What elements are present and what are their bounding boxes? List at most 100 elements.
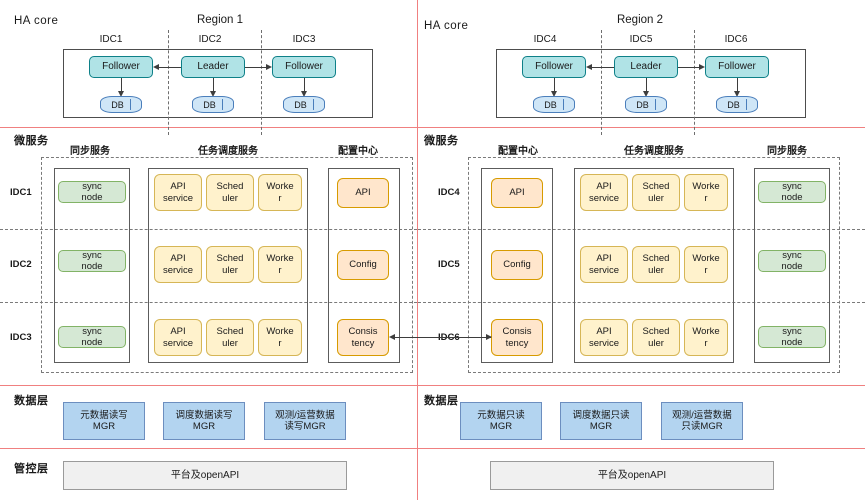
ms-column-title-left-2: 任务调度服务 — [198, 146, 258, 157]
ha-db-idc2[interactable]: DB — [192, 96, 234, 113]
ha-db-label-2: DB — [203, 99, 216, 110]
ha-arrowhead-left-1 — [153, 63, 159, 70]
band-label-control-layer: 管控层 — [14, 463, 49, 475]
ha-arrowhead-down-1 — [117, 91, 124, 97]
region-title-right: Region 2 — [616, 14, 664, 26]
ha-node-follower-idc1[interactable]: Follower — [89, 56, 153, 78]
ha-db-label-4: DB — [544, 99, 557, 110]
region-title-left: Region 1 — [196, 14, 244, 26]
divider-data-control — [0, 448, 865, 449]
ms-column-title-right-1: 配置中心 — [498, 146, 538, 157]
ha-node-follower-idc3[interactable]: Follower — [272, 56, 336, 78]
ha-idc-divider-left-1 — [168, 30, 169, 135]
ha-db-idc5[interactable]: DB — [625, 96, 667, 113]
ms-config-config-left[interactable]: Config — [337, 250, 389, 280]
ms-config-config-right[interactable]: Config — [491, 250, 543, 280]
ms-region-dashed-left — [41, 157, 413, 373]
ha-node-leader-idc2[interactable]: Leader — [181, 56, 245, 78]
ha-arrowhead-down-3 — [300, 91, 307, 97]
ms-group-sync-left — [54, 168, 130, 363]
ha-idc-label-3: IDC3 — [292, 34, 316, 45]
ha-arrow-leader-to-follower6 — [678, 67, 699, 68]
ms-row-divider-right-2 — [418, 302, 865, 303]
ha-idc-label-5: IDC5 — [629, 34, 653, 45]
band-label-ha-core-right: HA core — [424, 20, 469, 32]
band-label-data-layer-right: 数据层 — [424, 395, 459, 407]
band-label-data-layer-left: 数据层 — [14, 395, 49, 407]
ha-idc-label-4: IDC4 — [533, 34, 557, 45]
ms-row-label-right-1: IDC4 — [438, 187, 460, 198]
ha-db-label-6: DB — [727, 99, 740, 110]
ha-db-idc4[interactable]: DB — [533, 96, 575, 113]
control-layer-box-left[interactable]: 平台及openAPI — [63, 461, 347, 490]
ha-idc-divider-right-1 — [601, 30, 602, 135]
ms-row-divider-left-1 — [0, 229, 417, 230]
ha-db-idc6[interactable]: DB — [716, 96, 758, 113]
ms-column-title-left-1: 同步服务 — [70, 146, 110, 157]
divider-region-vertical — [417, 0, 418, 500]
ms-group-scheduler-right — [574, 168, 734, 363]
divider-ha-microservice — [0, 127, 865, 128]
ha-arrow-node-db-4 — [554, 78, 555, 92]
ha-node-follower-idc4[interactable]: Follower — [522, 56, 586, 78]
ms-config-api-left[interactable]: API — [337, 178, 389, 208]
db-cap-icon — [313, 99, 321, 110]
ha-db-idc3[interactable]: DB — [283, 96, 325, 113]
ha-arrowhead-down-6 — [733, 91, 740, 97]
consistency-arrowhead-right — [486, 333, 492, 340]
ha-arrow-leader-to-follower4 — [592, 67, 614, 68]
ha-arrowhead-down-4 — [550, 91, 557, 97]
ha-db-idc1[interactable]: DB — [100, 96, 142, 113]
ms-row-divider-right-1 — [418, 229, 865, 230]
ha-arrowhead-down-5 — [642, 91, 649, 97]
ms-column-title-left-3: 配置中心 — [338, 146, 378, 157]
db-cap-icon — [222, 99, 230, 110]
ha-node-follower-idc6[interactable]: Follower — [705, 56, 769, 78]
ha-idc-label-6: IDC6 — [724, 34, 748, 45]
data-layer-right-box-3[interactable]: 观测/运营数据只读MGR — [661, 402, 743, 440]
control-layer-box-right[interactable]: 平台及openAPI — [490, 461, 774, 490]
ms-row-label-left-1: IDC1 — [10, 187, 32, 198]
band-label-microservice-left: 微服务 — [14, 135, 49, 147]
ha-arrow-node-db-2 — [213, 78, 214, 92]
ms-config-api-right[interactable]: API — [491, 178, 543, 208]
data-layer-left-box-3[interactable]: 观测/运营数据读写MGR — [264, 402, 346, 440]
ha-db-label-3: DB — [294, 99, 307, 110]
ha-idc-label-1: IDC1 — [99, 34, 123, 45]
band-label-microservice-right: 微服务 — [424, 135, 459, 147]
ha-node-leader-idc5[interactable]: Leader — [614, 56, 678, 78]
ha-arrowhead-down-2 — [209, 91, 216, 97]
ms-row-label-right-2: IDC5 — [438, 259, 460, 270]
